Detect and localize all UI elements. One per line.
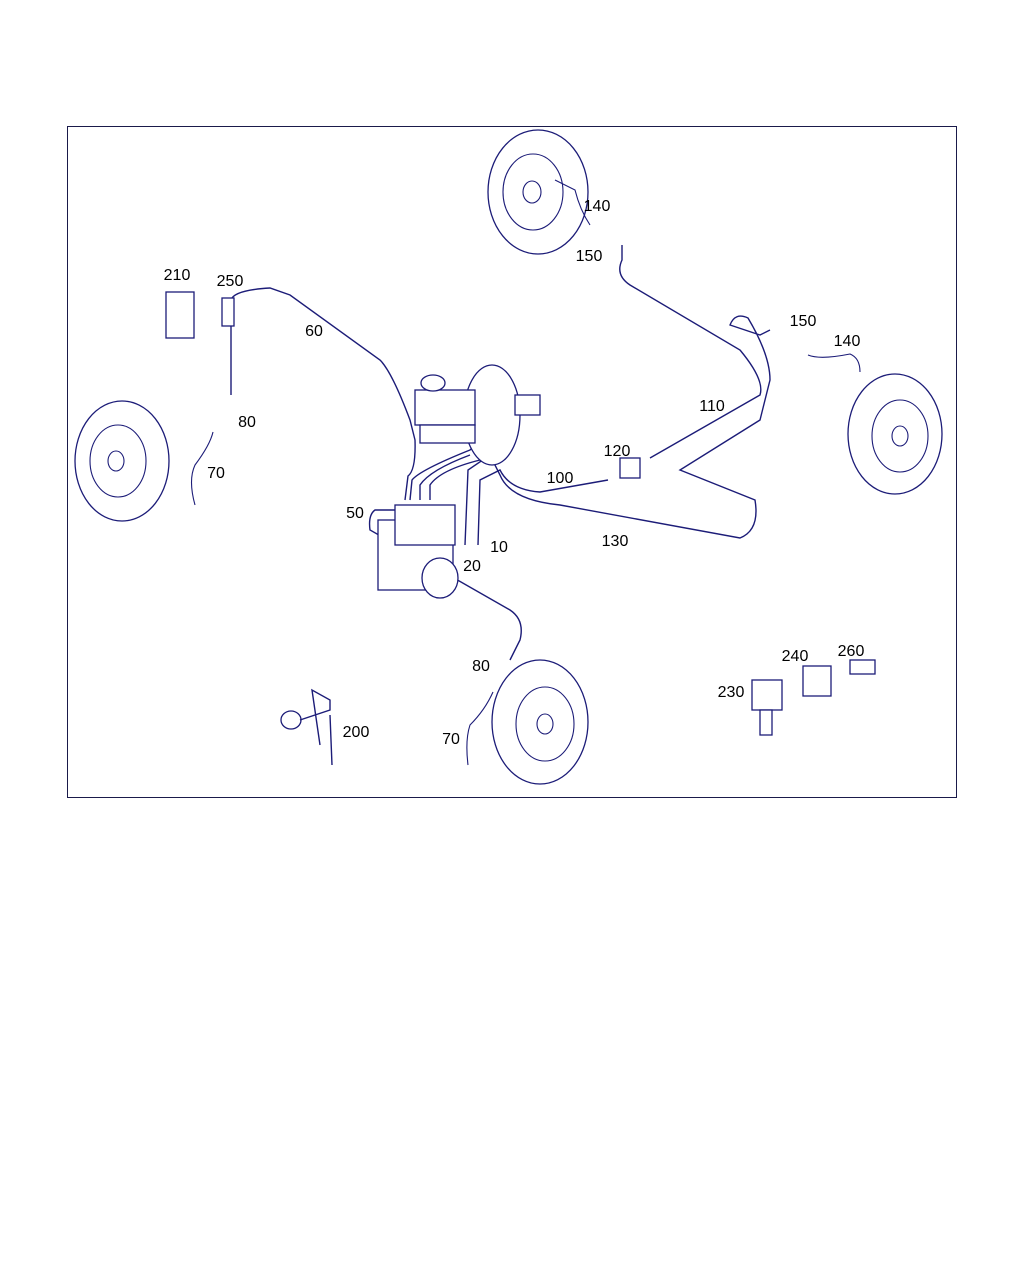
callout-130[interactable]: 130 <box>601 533 629 550</box>
brake-disc-right[interactable] <box>847 373 943 495</box>
callout-250[interactable]: 250 <box>216 273 244 290</box>
callout-50[interactable]: 50 <box>346 505 364 522</box>
bracket-210[interactable] <box>165 291 195 339</box>
callout-20[interactable]: 20 <box>463 558 481 575</box>
sensor-230-shaft <box>759 709 773 736</box>
callout-10[interactable]: 10 <box>490 539 508 556</box>
part-240[interactable] <box>802 665 832 697</box>
callout-140[interactable]: 140 <box>833 333 861 350</box>
brake-pipes <box>190 179 861 766</box>
bushing-250[interactable] <box>221 297 235 327</box>
callout-60[interactable]: 60 <box>305 323 323 340</box>
brake-disc-bottom[interactable] <box>491 659 589 785</box>
callout-210[interactable]: 210 <box>163 267 191 284</box>
callout-230[interactable]: 230 <box>717 684 745 701</box>
callout-110[interactable]: 110 <box>699 398 725 415</box>
brake-disc-front-top[interactable] <box>487 129 589 255</box>
callout-260[interactable]: 260 <box>837 643 865 660</box>
callout-70[interactable]: 70 <box>207 465 225 482</box>
brake-disc-left[interactable] <box>74 400 170 522</box>
callout-150[interactable]: 150 <box>575 248 603 265</box>
abs-hydraulic-unit[interactable] <box>377 504 459 599</box>
callout-140[interactable]: 140 <box>583 198 611 215</box>
callout-100[interactable]: 100 <box>546 470 574 487</box>
callout-200[interactable]: 200 <box>342 724 370 741</box>
brake-booster[interactable] <box>414 364 541 466</box>
callout-120[interactable]: 120 <box>603 443 631 460</box>
sensor-230[interactable] <box>751 679 783 711</box>
bracket-200[interactable] <box>280 688 333 766</box>
diagram-frame <box>67 126 957 798</box>
callout-150[interactable]: 150 <box>789 313 817 330</box>
callout-240[interactable]: 240 <box>781 648 809 665</box>
callout-80[interactable]: 80 <box>472 658 490 675</box>
pipe-connector-120[interactable] <box>619 457 641 479</box>
part-260[interactable] <box>849 659 876 675</box>
callout-70[interactable]: 70 <box>442 731 460 748</box>
callout-80[interactable]: 80 <box>238 414 256 431</box>
